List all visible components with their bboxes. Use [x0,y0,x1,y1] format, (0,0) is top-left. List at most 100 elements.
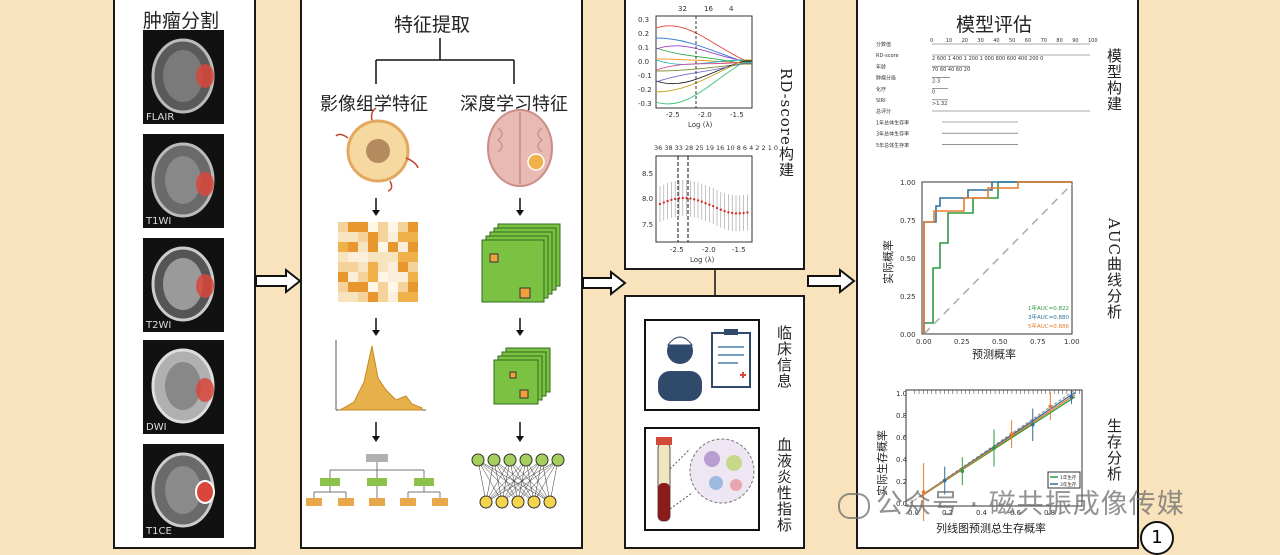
nomogram-row-label: RD-score [876,53,899,59]
lasso-ytick: -0.3 [638,100,652,108]
heatmap-cell [338,272,348,282]
heatmap-cell [398,232,408,242]
heatmap-cell [398,242,408,252]
nomogram-scale: >1.32 [932,101,947,107]
cv-point [658,202,662,206]
blood-markers-label: 血液炎性指标 [775,437,793,533]
heatmap-cell [338,292,348,302]
lasso-ytick: -0.2 [638,86,652,94]
heatmap-cell [348,222,358,232]
heatmap-cell [408,252,418,262]
svg-text:0.8: 0.8 [896,412,907,420]
sequence-label: T1CE [146,526,172,537]
nn-node [471,453,485,467]
svg-text:-1.5: -1.5 [730,111,744,119]
cv-point [738,212,741,215]
svg-text:0.25: 0.25 [900,293,916,301]
nomogram-scale: 70 60 40 60 20 [932,67,970,73]
cv-point [727,211,730,214]
cv-point [719,208,722,211]
heatmap-cell [388,292,398,302]
heatmap-cell [358,242,368,252]
heatmap-cell [398,292,408,302]
sequence-label: FLAIR [146,112,175,123]
svg-text:16: 16 [704,5,713,13]
heatmap-cell [388,262,398,272]
svg-text:列线图预测总生存概率: 列线图预测总生存概率 [936,521,1046,535]
heatmap-cell [338,232,348,242]
mri-t1ce-image: T1CE [143,444,224,538]
svg-text:0.6: 0.6 [1010,509,1022,517]
nomogram-row-label: 年龄 [876,63,886,70]
heatmap-cell [388,252,398,262]
points-tick: 80 [1056,38,1062,44]
svg-text:-2.5: -2.5 [670,246,684,254]
heatmap-cell [378,242,388,252]
heatmap-cell [368,252,378,262]
feature-extraction-title: 特征提取 [394,14,471,36]
heatmap-cell [358,262,368,272]
heatmap-cell [378,252,388,262]
heatmap-cell [348,242,358,252]
mri-dwi-image: DWI [143,340,224,434]
cv-point [681,196,684,200]
lasso-ytick: 0.0 [638,58,649,66]
heatmap-cell [358,282,368,292]
evaluation-title: 模型评估 [956,14,1033,36]
svg-text:1.00: 1.00 [1064,338,1080,346]
cv-point [700,200,703,203]
svg-text:1.0: 1.0 [896,390,907,398]
nomogram-row-label: 3年总体生存率 [876,131,909,138]
lasso-path [655,45,752,62]
points-tick: 0 [930,38,933,44]
svg-text:预测概率: 预测概率 [972,347,1016,361]
survival-label: 生存分析 [1105,418,1123,482]
svg-text:36 38 33 28 25 19 16 10 8 6 4: 36 38 33 28 25 19 16 10 8 6 4 2 2 1 0 [654,144,778,152]
cv-point [708,203,711,206]
heatmap-cell [338,222,348,232]
svg-text:1.00: 1.00 [900,179,916,187]
svg-text:0.8: 0.8 [1044,509,1055,517]
sequence-label: DWI [146,422,167,433]
heatmap-cell [408,232,418,242]
nomogram-scale: 2 600 1 400 1 200 1 000 800 600 400 200 … [932,56,1043,62]
svg-text:5年AUC=0.886: 5年AUC=0.886 [1028,322,1069,330]
calibration-point [1030,423,1035,427]
heatmap-cell [388,222,398,232]
badge-number: 1 [1151,527,1163,548]
svg-text:0.50: 0.50 [900,255,916,263]
heatmap-cell [368,282,378,292]
heatmap-cell [388,242,398,252]
cv-point [666,199,669,203]
nn-node [519,453,533,467]
nn-node [551,453,565,467]
heatmap-cell [368,222,378,232]
nomogram-label: 模型构建 [1105,48,1123,112]
svg-text:0.50: 0.50 [992,338,1008,346]
heatmap-cell [408,272,418,282]
lasso-ytick: 0.2 [638,30,649,38]
svg-text:-2.5: -2.5 [666,111,680,119]
heatmap-cell [348,282,358,292]
flow-arrow-icon [807,267,856,295]
heatmap-cell [348,262,358,272]
svg-text:1年AUC=0.822: 1年AUC=0.822 [1028,304,1069,312]
svg-text:3年生存: 3年生存 [1060,481,1077,488]
feature-extraction-panel: 特征提取 影像组学特征 深度学习特征 [300,0,583,549]
svg-text:8.0: 8.0 [642,195,653,203]
cv-point [693,198,696,201]
radiomics-label: 影像组学特征 [320,94,428,115]
feature-flow-diagram [306,38,565,509]
ideal-line [905,389,1076,507]
points-tick: 20 [962,38,968,44]
calibration-point [1069,395,1074,399]
segmentation-title: 肿瘤分割 [143,10,220,32]
heatmap-cell [348,232,358,242]
heatmap-cell [398,272,408,282]
calibration-point [1009,432,1014,436]
svg-text:-2.0: -2.0 [698,111,712,119]
cv-point [689,197,692,200]
page-badge: 1 [1140,521,1174,555]
points-tick: 50 [1009,38,1015,44]
